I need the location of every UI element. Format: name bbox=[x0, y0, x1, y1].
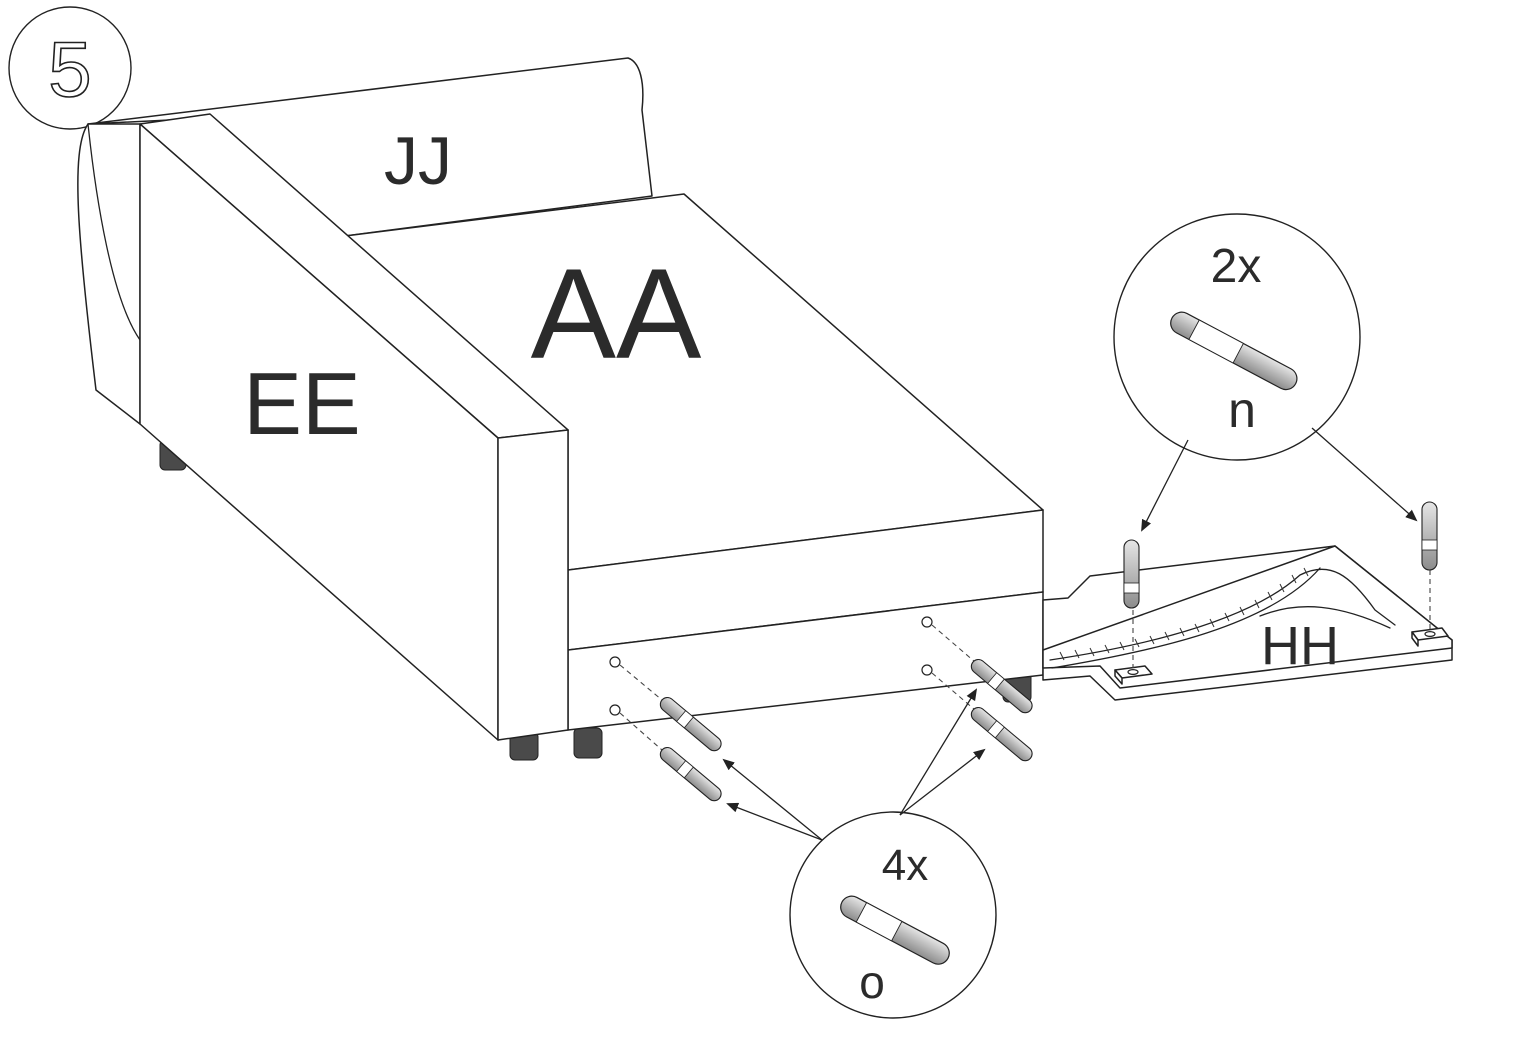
callout-o-label: o bbox=[859, 956, 885, 1008]
base-hh bbox=[1042, 545, 1453, 701]
dowels-o bbox=[659, 658, 1033, 802]
callout-n-label: n bbox=[1228, 382, 1256, 438]
callout-n-arrow-1 bbox=[1141, 439, 1189, 532]
dowel-o-2 bbox=[659, 746, 722, 802]
backrest-jj bbox=[77, 57, 653, 425]
dowel-holes bbox=[609, 616, 933, 716]
callout-o bbox=[722, 688, 997, 1019]
label-backrest: JJ bbox=[384, 123, 452, 199]
callout-o-dowel-icon bbox=[840, 895, 950, 965]
label-seat: AA bbox=[531, 243, 702, 386]
label-armrest: EE bbox=[243, 354, 360, 453]
callout-n-quantity: 2x bbox=[1211, 240, 1262, 293]
callout-o-arrow-2 bbox=[726, 802, 823, 841]
callout-n-arrow-2 bbox=[1311, 427, 1418, 522]
dowel-n-1 bbox=[1123, 539, 1140, 609]
callout-o-arrow-4 bbox=[899, 748, 986, 816]
armrest-ee bbox=[139, 113, 569, 741]
dowel-o-4 bbox=[970, 706, 1033, 762]
callout-o-quantity: 4x bbox=[882, 841, 928, 890]
callout-n-dowel-icon bbox=[1170, 311, 1298, 391]
dowel-n-2 bbox=[1421, 501, 1438, 571]
callout-n bbox=[1113, 213, 1418, 532]
dowel-o-3 bbox=[970, 658, 1033, 714]
step-badge: 5 bbox=[8, 6, 132, 130]
callout-o-arrow-1 bbox=[722, 758, 823, 841]
label-base: HH bbox=[1261, 616, 1339, 676]
callout-o-arrow-3 bbox=[899, 688, 978, 816]
step-number: 5 bbox=[48, 25, 91, 113]
dowels-n bbox=[1123, 501, 1438, 609]
base-ribs bbox=[1059, 567, 1309, 661]
foot-front-mid bbox=[573, 727, 603, 759]
dowel-o-1 bbox=[659, 696, 722, 752]
